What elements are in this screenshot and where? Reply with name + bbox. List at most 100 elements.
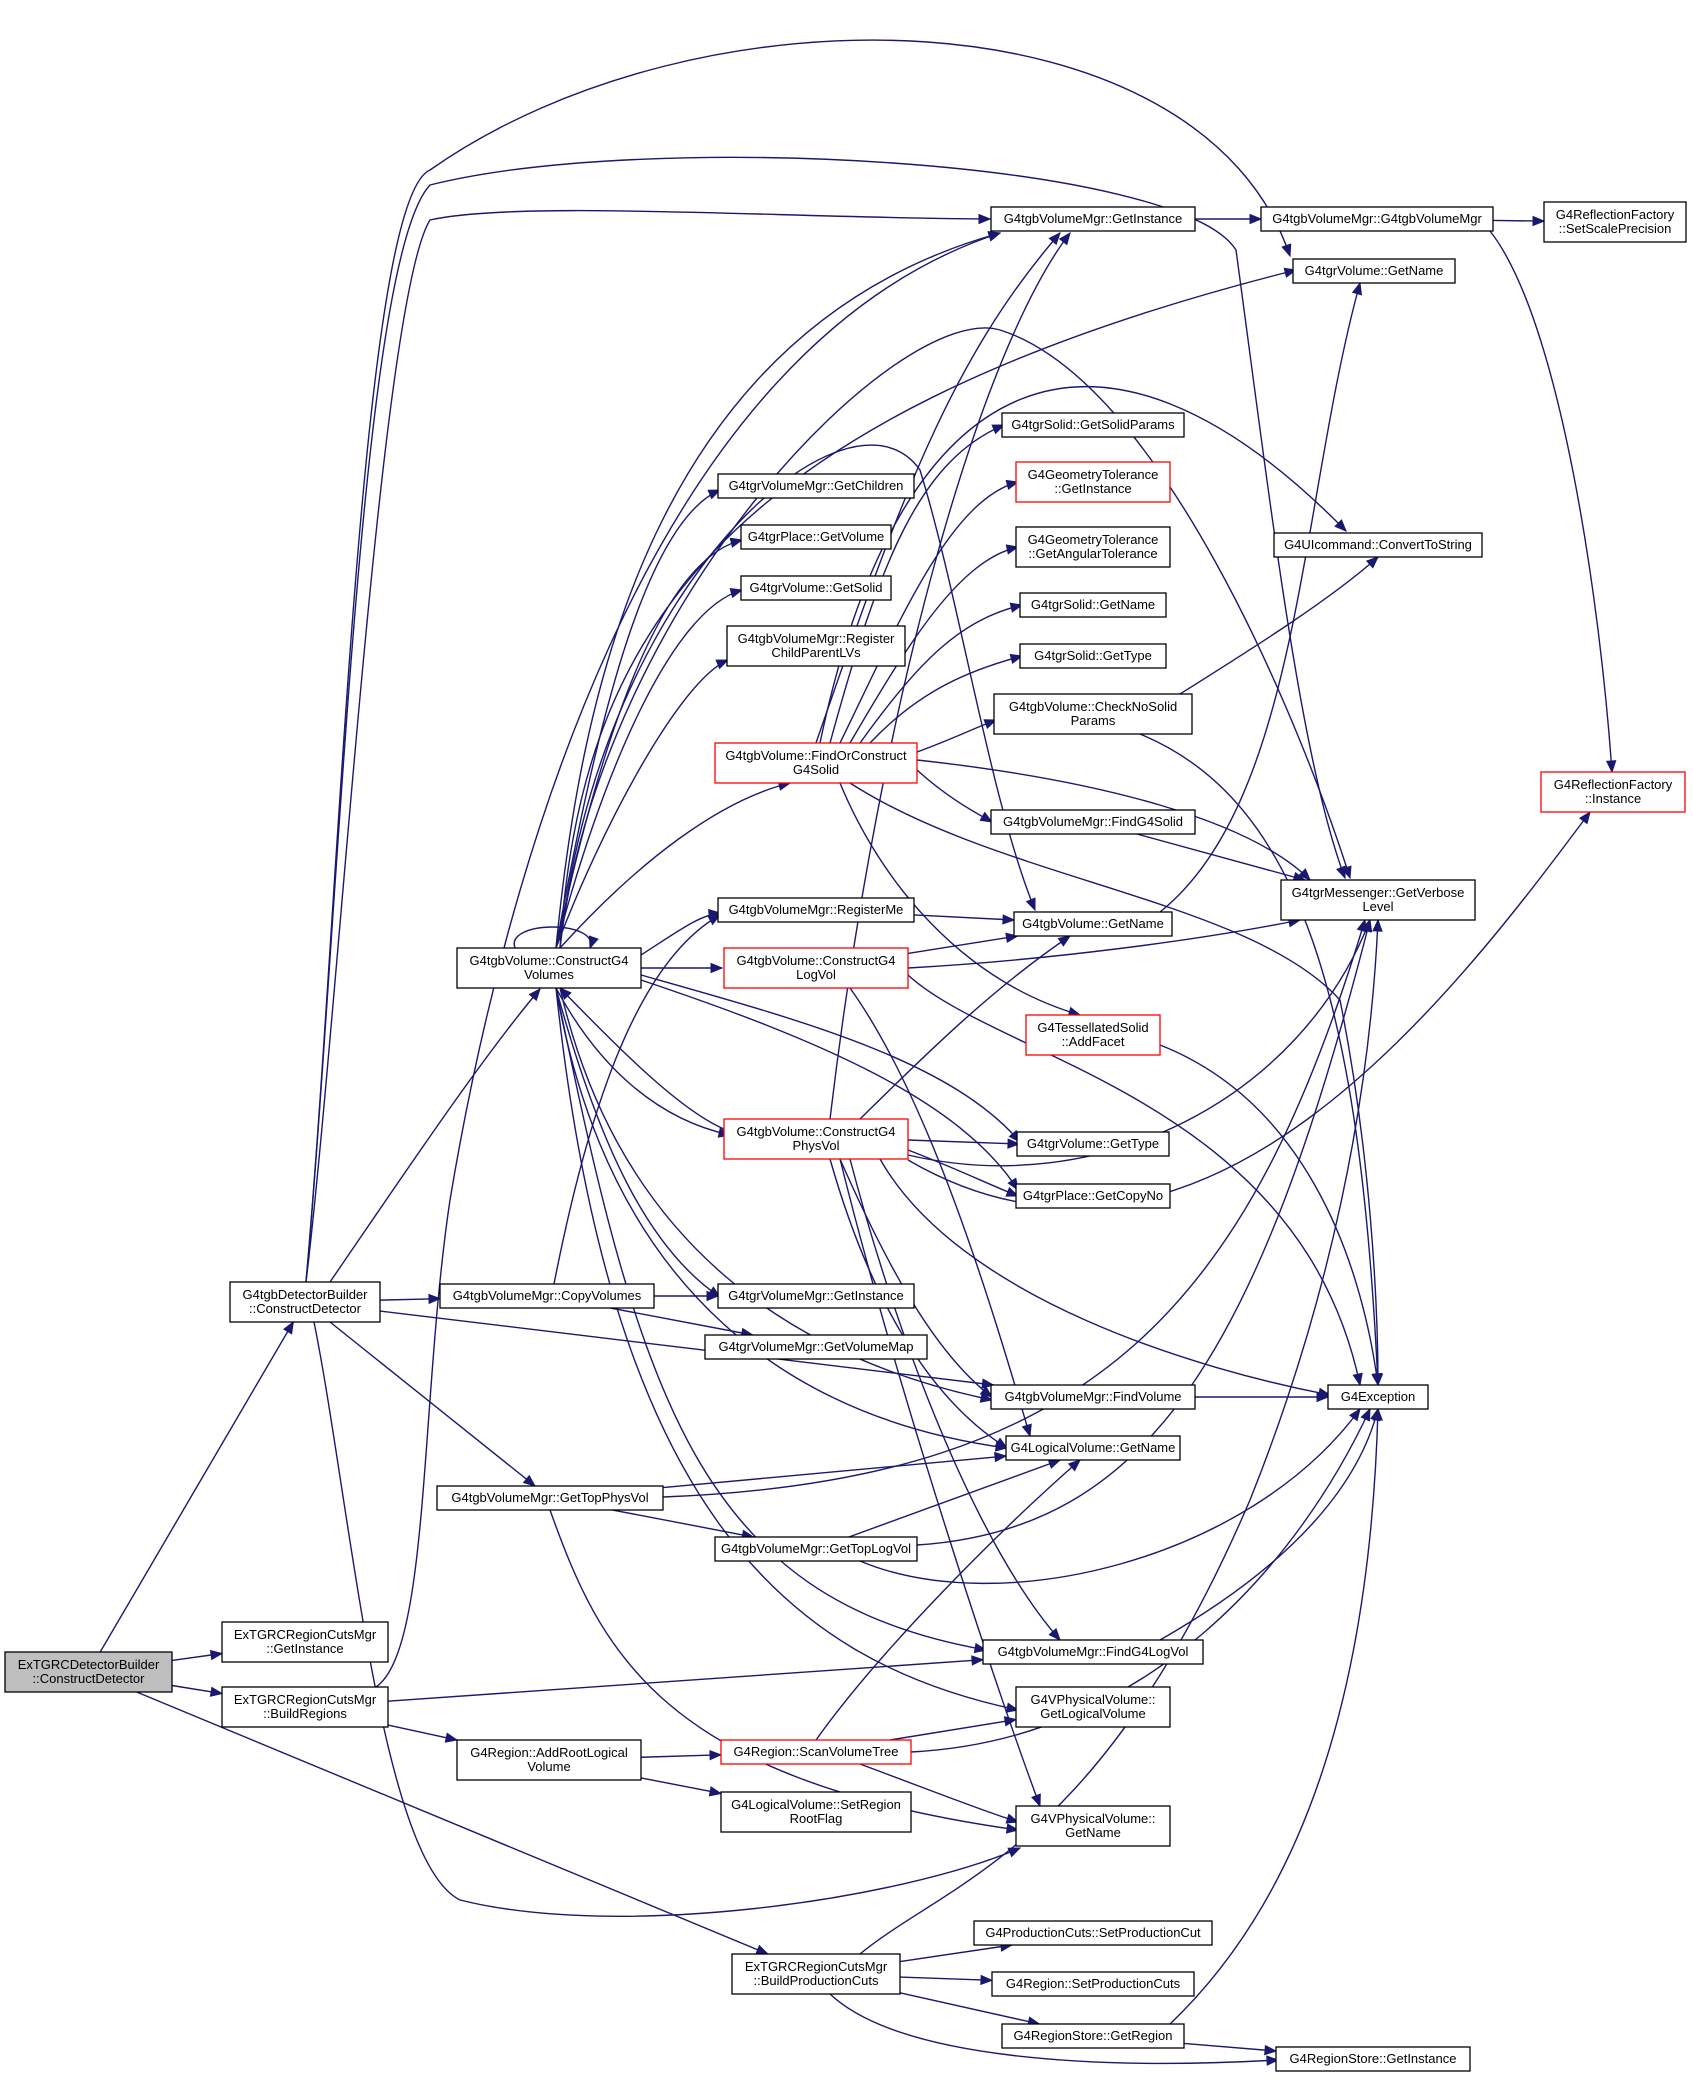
- node-box[interactable]: [221, 1686, 389, 1728]
- node-box[interactable]: [1292, 258, 1456, 284]
- node-box[interactable]: [717, 1283, 915, 1309]
- node-rsInst[interactable]: G4RegionStore::GetInstance: [1275, 2046, 1471, 2072]
- node-box[interactable]: [1015, 1686, 1171, 1728]
- node-root[interactable]: ExTGRCDetectorBuilder::ConstructDetector: [4, 1651, 173, 1693]
- node-box[interactable]: [1016, 1131, 1170, 1157]
- node-box[interactable]: [1327, 1384, 1429, 1410]
- node-rfInst[interactable]: G4ReflectionFactory::Instance: [1540, 771, 1686, 813]
- node-gang[interactable]: G4GeometryTolerance::GetAngularTolerance: [1015, 526, 1171, 568]
- node-box[interactable]: [229, 1281, 381, 1323]
- node-box[interactable]: [1015, 1805, 1171, 1847]
- node-box[interactable]: [1019, 592, 1167, 618]
- node-box[interactable]: [993, 693, 1193, 735]
- node-gpv[interactable]: G4tgrPlace::GetVolume: [740, 524, 892, 550]
- node-box[interactable]: [740, 575, 892, 601]
- node-box[interactable]: [723, 947, 909, 989]
- node-rme[interactable]: G4tgbVolumeMgr::RegisterMe: [717, 897, 915, 923]
- node-exc[interactable]: G4Exception: [1327, 1384, 1429, 1410]
- node-uic[interactable]: G4UIcommand::ConvertToString: [1273, 532, 1483, 558]
- node-box[interactable]: [1280, 879, 1476, 921]
- node-box[interactable]: [456, 1739, 642, 1781]
- node-box[interactable]: [714, 742, 918, 784]
- node-rcopy[interactable]: G4tgrPlace::GetCopyNo: [1015, 1183, 1171, 1209]
- node-box[interactable]: [1005, 1435, 1181, 1461]
- node-box[interactable]: [714, 1536, 918, 1562]
- node-fv[interactable]: G4tgbVolumeMgr::FindVolume: [990, 1384, 1196, 1410]
- node-box[interactable]: [731, 1953, 901, 1995]
- node-box[interactable]: [1013, 911, 1173, 937]
- node-box[interactable]: [973, 1920, 1213, 1946]
- node-stype[interactable]: G4tgrSolid::GetType: [1019, 643, 1167, 669]
- node-rspc[interactable]: G4Region::SetProductionCuts: [991, 1971, 1195, 1997]
- node-tbvm[interactable]: G4tgbVolumeMgr::G4tgbVolumeMgr: [1260, 206, 1494, 232]
- node-box[interactable]: [990, 809, 1196, 835]
- node-gvs[interactable]: G4tgrVolume::GetSolid: [740, 575, 892, 601]
- node-lvname[interactable]: G4LogicalVolume::GetName: [1005, 1435, 1181, 1461]
- node-box[interactable]: [1273, 532, 1483, 558]
- node-box[interactable]: [1260, 206, 1494, 232]
- node-box[interactable]: [982, 1639, 1204, 1665]
- node-box[interactable]: [704, 1334, 928, 1360]
- node-box[interactable]: [1540, 771, 1686, 813]
- node-box[interactable]: [717, 473, 915, 499]
- node-fgs[interactable]: G4tgbVolumeMgr::FindG4Solid: [990, 809, 1196, 835]
- node-box[interactable]: [4, 1651, 173, 1693]
- node-box[interactable]: [456, 947, 642, 989]
- node-pvglv[interactable]: G4VPhysicalVolume::GetLogicalVolume: [1015, 1686, 1171, 1728]
- node-box[interactable]: [720, 1791, 912, 1833]
- node-rfssp[interactable]: G4ReflectionFactory::SetScalePrecision: [1543, 201, 1687, 243]
- node-fglv[interactable]: G4tgbVolumeMgr::FindG4LogVol: [982, 1639, 1204, 1665]
- node-gss[interactable]: G4tgrSolid::GetSolidParams: [1001, 412, 1185, 438]
- node-tbInst[interactable]: G4tgbVolumeMgr::GetInstance: [990, 206, 1196, 232]
- node-box[interactable]: [1015, 1183, 1171, 1209]
- node-rcInst[interactable]: ExTGRCRegionCutsMgr::GetInstance: [221, 1621, 389, 1663]
- node-bvname[interactable]: G4tgbVolume::GetName: [1013, 911, 1173, 937]
- node-bpc[interactable]: ExTGRCRegionCutsMgr::BuildProductionCuts: [731, 1953, 901, 1995]
- node-box[interactable]: [990, 206, 1196, 232]
- node-trInst[interactable]: G4tgrVolumeMgr::GetInstance: [717, 1283, 915, 1309]
- node-br[interactable]: ExTGRCRegionCutsMgr::BuildRegions: [221, 1686, 389, 1728]
- node-box[interactable]: [717, 897, 915, 923]
- node-box[interactable]: [726, 625, 906, 667]
- node-box[interactable]: [1015, 526, 1171, 568]
- node-box[interactable]: [1025, 1014, 1161, 1056]
- node-box[interactable]: [1543, 201, 1687, 243]
- node-pvname[interactable]: G4VPhysicalVolume::GetName: [1015, 1805, 1171, 1847]
- node-gtol[interactable]: G4GeometryTolerance::GetInstance: [1015, 461, 1171, 503]
- node-srv[interactable]: G4Region::ScanVolumeTree: [720, 1739, 912, 1765]
- node-box[interactable]: [740, 524, 892, 550]
- node-box[interactable]: [1019, 643, 1167, 669]
- node-rvname[interactable]: G4tgrVolume::GetName: [1292, 258, 1456, 284]
- node-box[interactable]: [1275, 2046, 1471, 2072]
- node-gtpv[interactable]: G4tgbVolumeMgr::GetTopPhysVol: [436, 1485, 664, 1511]
- node-rsgr[interactable]: G4RegionStore::GetRegion: [1001, 2023, 1185, 2049]
- node-box[interactable]: [1001, 412, 1185, 438]
- node-gtlv[interactable]: G4tgbVolumeMgr::GetTopLogVol: [714, 1536, 918, 1562]
- node-rvtype[interactable]: G4tgrVolume::GetType: [1016, 1131, 1170, 1157]
- node-box[interactable]: [720, 1739, 912, 1765]
- node-gvm[interactable]: G4tgrVolumeMgr::GetVolumeMap: [704, 1334, 928, 1360]
- node-taf[interactable]: G4TessellatedSolid::AddFacet: [1025, 1014, 1161, 1056]
- node-cv[interactable]: G4tgbVolumeMgr::CopyVolumes: [439, 1283, 655, 1309]
- node-box[interactable]: [991, 1971, 1195, 1997]
- node-box[interactable]: [436, 1485, 664, 1511]
- node-box[interactable]: [221, 1621, 389, 1663]
- node-cd[interactable]: G4tgbDetectorBuilder::ConstructDetector: [229, 1281, 381, 1323]
- node-sname[interactable]: G4tgrSolid::GetName: [1019, 592, 1167, 618]
- node-box[interactable]: [1001, 2023, 1185, 2049]
- node-trGc[interactable]: G4tgrVolumeMgr::GetChildren: [717, 473, 915, 499]
- node-pcspc[interactable]: G4ProductionCuts::SetProductionCut: [973, 1920, 1213, 1946]
- node-box[interactable]: [723, 1118, 909, 1160]
- node-box[interactable]: [990, 1384, 1196, 1410]
- node-box[interactable]: [439, 1283, 655, 1309]
- node-box[interactable]: [1015, 461, 1171, 503]
